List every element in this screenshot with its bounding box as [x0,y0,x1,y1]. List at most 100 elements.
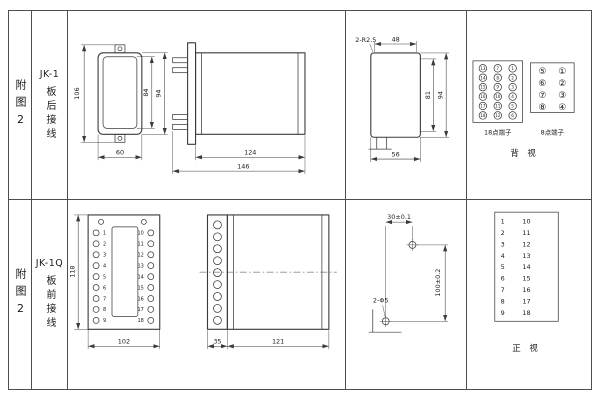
terminal-number: 9 [103,318,106,324]
table-cell: 11 [522,229,530,237]
model-cell-bottom: JK-1Q 板前接线 [32,200,68,389]
table-cell: 12 [522,240,530,248]
terminal-number: 8 [496,75,499,80]
model-cell-top: JK-1 板后接线 [32,11,68,200]
wiring-label-top: 板后接线 [44,85,55,142]
terminal-number: ⑥ [538,79,546,89]
panel-corner-lines [368,309,402,333]
table-cell: 4 [501,252,505,260]
holes-note: 2-Φ5 [373,296,389,304]
dim-rear-inner-height: 81 [424,91,432,99]
dim-front-height: 118 [69,265,77,277]
terminal-number: 13 [480,66,486,71]
front-view-label: 正 视 [512,343,540,353]
dim-side-total-depth: 146 [237,163,249,171]
terminal-number: 9 [496,85,499,90]
wiring-label-bottom: 板前接线 [44,275,55,331]
terminal-number: 5 [511,104,514,109]
terminal-number: 17 [138,307,144,313]
terminal-number: 16 [138,296,144,302]
label-18-point: 18点端子 [484,127,512,136]
fig-label-cell-top: 附图2 [9,11,32,200]
fig-label-top: 附图2 [14,78,27,132]
terminal-number: ④ [558,103,566,113]
front-terminal-table-drawing: 1 10 2 11 3 12 4 13 5 14 6 15 7 16 8 17 … [494,211,559,353]
terminal-number: 11 [495,104,501,109]
dim-rear-top-width: 48 [391,36,399,44]
table-cell: 10 [522,218,530,226]
terminal-number: 3 [511,85,514,90]
dim-front-window-height: 84 [142,88,150,96]
terminal-number: ② [558,79,566,89]
table-cell: 3 [501,240,505,248]
table-cell: 15 [522,275,530,283]
terminal-number: 4 [511,94,514,99]
terminal-number: 7 [103,296,106,302]
terminal-number: 18 [138,318,144,324]
terminal-number: ① [558,67,566,77]
terminal-number: 15 [480,85,486,90]
jk1-rear-view-drawing: 2-R2.5 48 81 94 56 [355,36,450,163]
sheet-frame: 附图2 JK-1 板后接线 106 [8,10,592,390]
terminal-number: 14 [138,274,144,280]
dim-front-width: 102 [118,338,130,346]
terminal-number: 18 [480,113,486,118]
jk1q-front-view: 1 2 3 4 5 6 7 8 9 10 11 12 13 14 15 16 1 [69,214,161,350]
jk1-front-view: 106 84 94 60 [73,44,168,161]
dim-rear-bottom-width: 56 [391,151,399,159]
rear-view-label: 背 视 [510,148,538,158]
rear-view-cell: 2-R2.5 48 81 94 56 [346,11,467,200]
terminal-number: 5 [103,274,106,280]
terminal-number: 13 [138,263,144,269]
drawings-cell-bottom: 1 2 3 4 5 6 7 8 9 10 11 12 13 14 15 16 1 [68,200,346,389]
table-cell: 14 [522,263,530,271]
panel-drilling-drawing: 30±0.1 100±0.2 2-Φ5 [368,213,449,333]
jk1-side-view: 124 146 [172,42,306,175]
table-cell: 8 [501,297,505,305]
dim-front-total-height: 106 [73,87,81,99]
dim-side-front-depth: 35 [213,338,221,346]
drawings-cell-top: 106 84 94 60 [68,11,346,200]
terminal-number: 2 [511,75,514,80]
table-cell: 1 [501,218,505,226]
dim-side-body-depth: 124 [244,149,256,157]
terminal-number: 6 [511,113,514,118]
dim-side-body-depth: 121 [272,338,284,346]
table-cell: 17 [522,297,530,305]
table-cell: 18 [522,309,530,317]
dim-hole-spacing-v: 100±0.2 [434,269,442,297]
rear-terminal-layout-drawing: 13 7 1 14 8 2 15 9 3 16 10 4 17 11 5 18 [472,60,575,158]
terminal-number: 1 [103,231,106,237]
table-cell: 2 [501,229,505,237]
table-cell: 6 [501,275,505,283]
fig-label-cell-bottom: 附图2 [9,200,32,389]
model-label-jk1: JK-1 [39,68,60,80]
terminal-number: 17 [480,104,486,109]
terminals-cell-top: 13 7 1 14 8 2 15 9 3 16 10 4 17 11 5 18 [467,11,591,200]
terminal-number: ③ [558,91,566,101]
dim-front-case-height: 94 [155,89,163,97]
terminal-number: 4 [103,263,106,269]
terminal-number: 3 [103,253,106,259]
terminal-number: 16 [480,94,486,99]
terminal-number: ⑦ [538,91,546,101]
terminal-block-18: 13 7 1 14 8 2 15 9 3 16 10 4 17 11 5 18 [472,60,523,123]
jk1q-side-view: 35 121 [199,214,337,350]
dim-rear-case-height: 94 [437,91,445,99]
terminal-number: 7 [496,66,499,71]
jk1q-views-drawing: 1 2 3 4 5 6 7 8 9 10 11 12 13 14 15 16 1 [69,214,337,350]
model-label-jk1q: JK-1Q [35,258,64,269]
jk1-views-drawing: 106 84 94 60 [73,42,306,175]
panel-cutout-cell: 30±0.1 100±0.2 2-Φ5 [346,200,467,389]
terminal-block-8: ⑤ ① ⑥ ② ⑦ ③ ⑧ ④ [530,62,575,113]
terminal-number: 14 [480,75,486,80]
terminal-table-cell: 1 10 2 11 3 12 4 13 5 14 6 15 7 16 8 17 … [467,200,591,389]
fig-label-bottom: 附图2 [14,268,27,321]
table-cell: 13 [522,252,530,260]
terminal-number: 11 [138,242,144,248]
label-8-point: 8点端子 [541,127,565,136]
dim-hole-spacing-h: 30±0.1 [387,213,411,221]
terminal-number: 10 [495,94,501,99]
terminal-number: 2 [103,242,106,248]
